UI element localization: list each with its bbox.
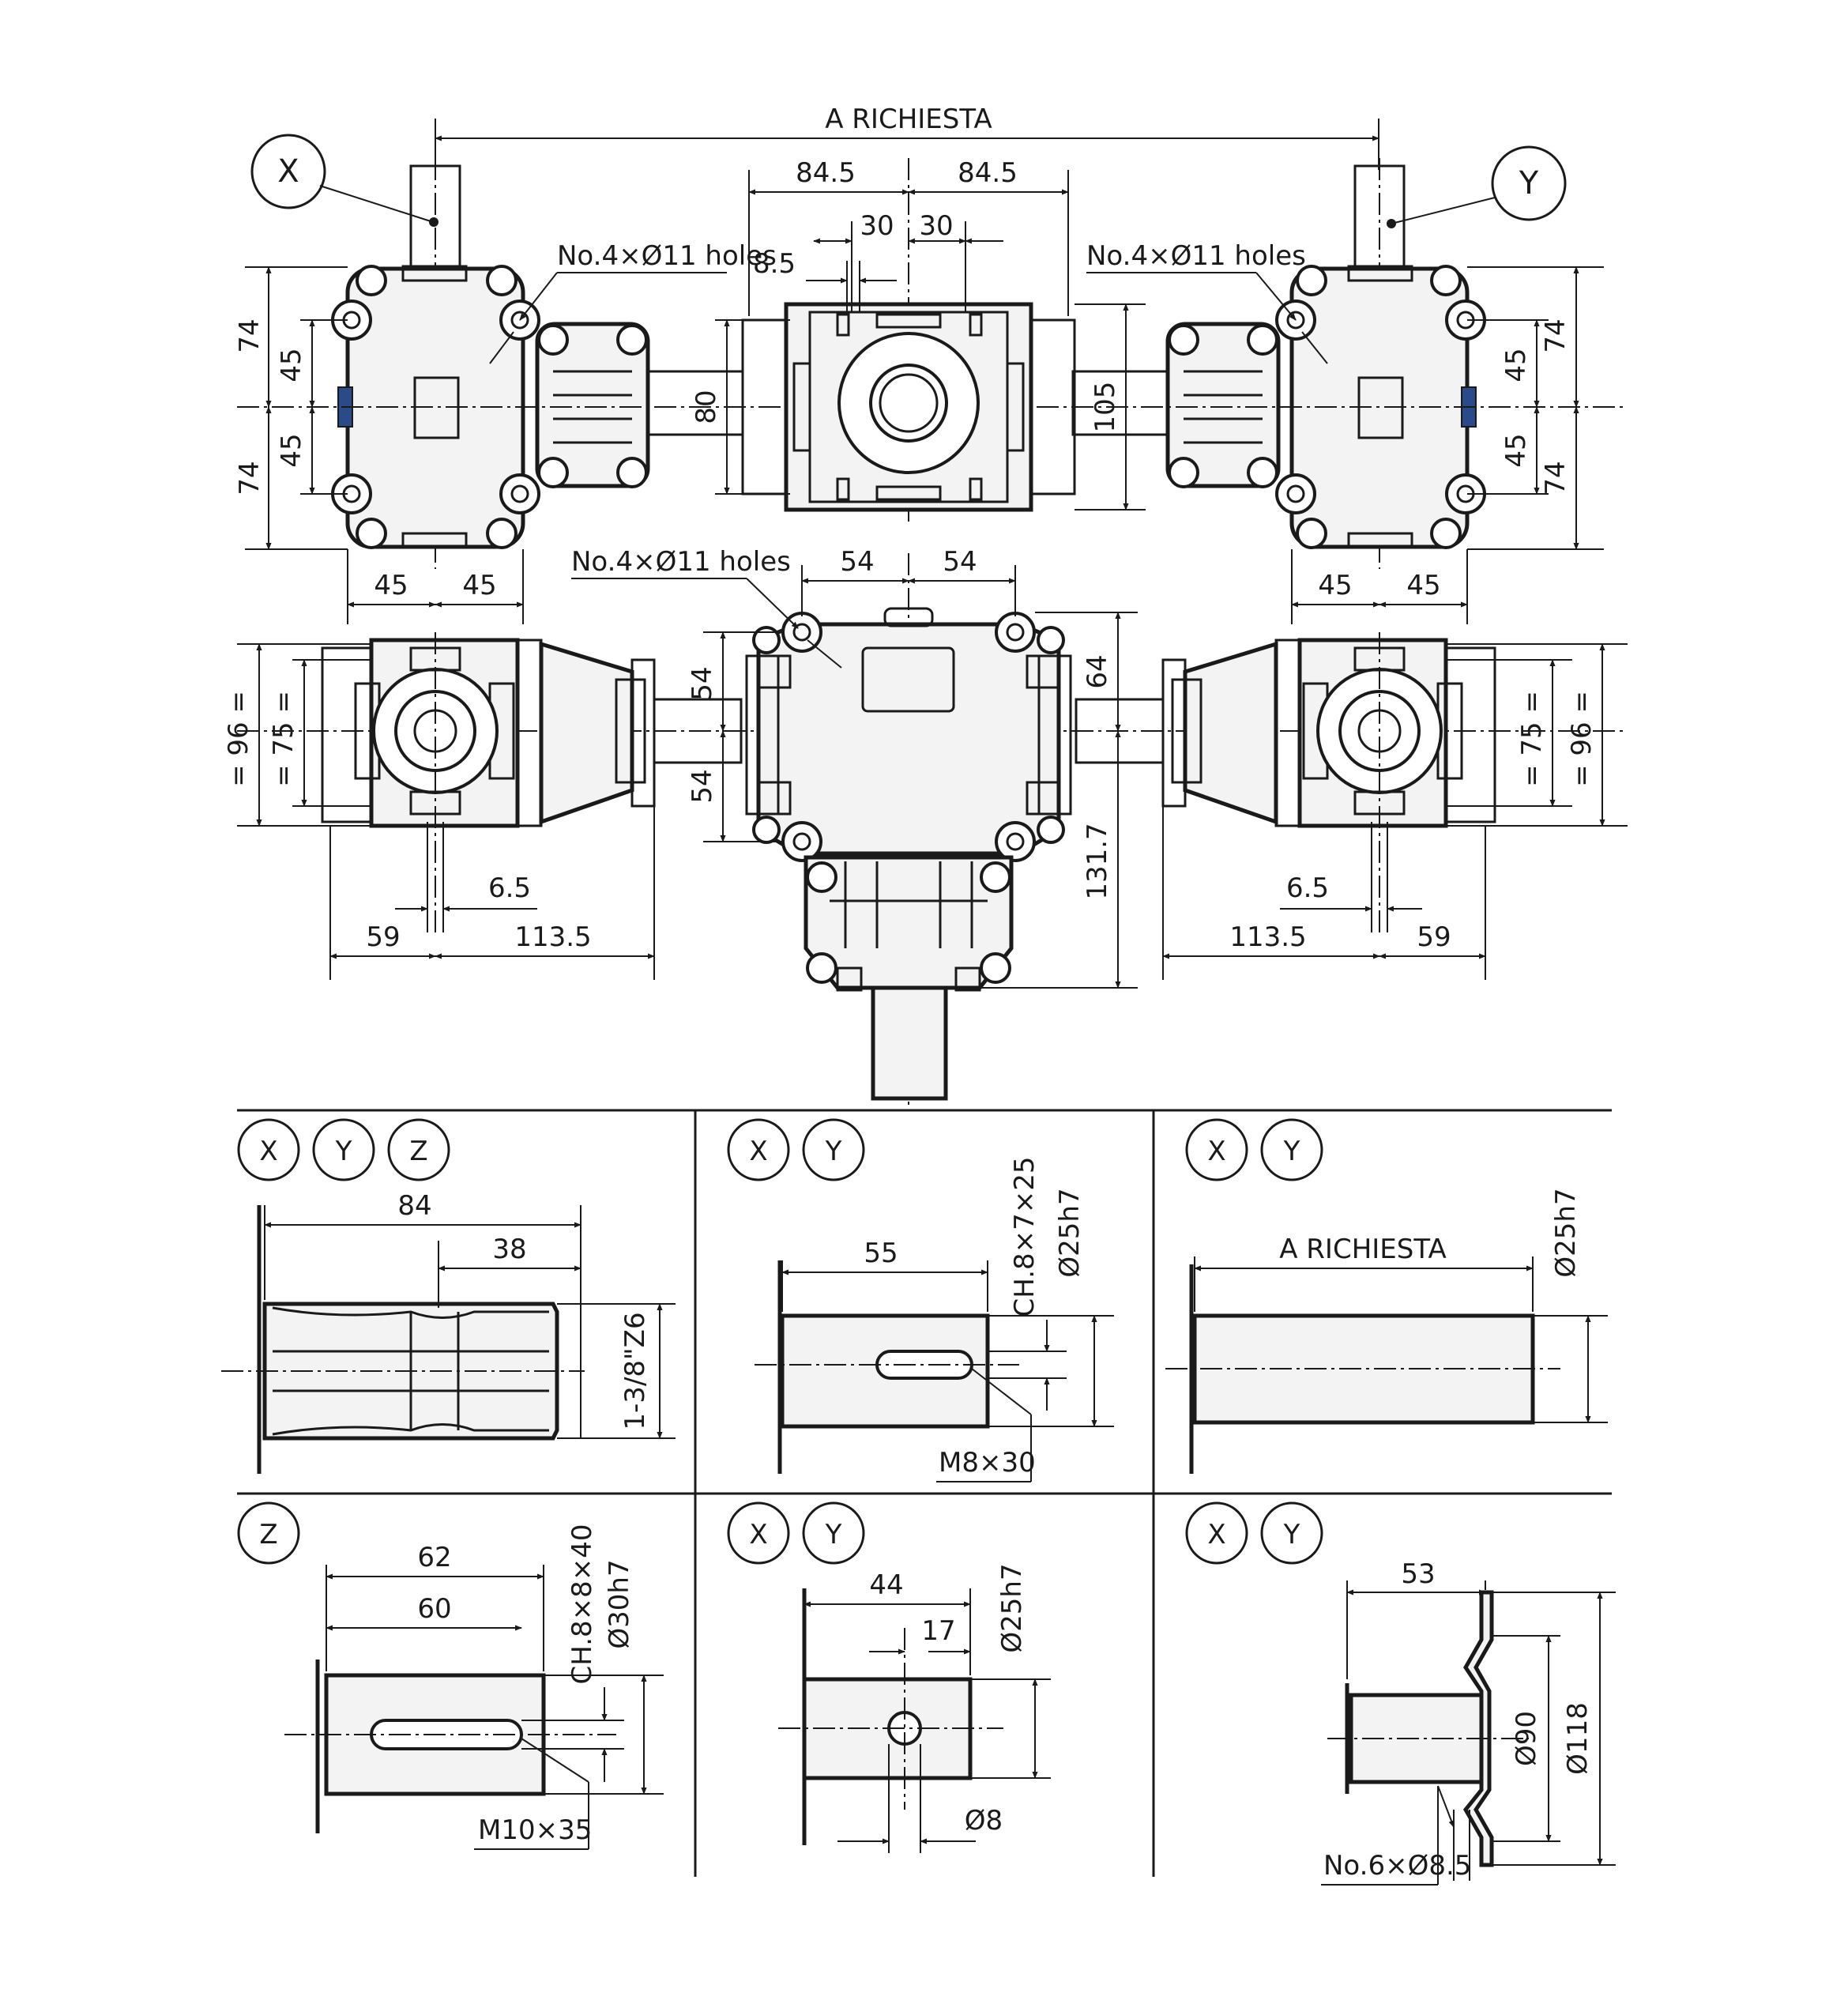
front-view: No.4×Ø11 holes 54 54 54 54 64 131.7 — [223, 546, 1628, 1106]
dim-75-right: = 75 = — [1516, 691, 1548, 787]
detail2-dim-thread: M8×30 — [939, 1447, 1036, 1479]
dim-113-5-right: 113.5 — [1229, 921, 1306, 953]
detail6-badge-x: X — [1207, 1519, 1225, 1550]
detail5-badge-x: X — [749, 1519, 767, 1550]
detail6-dim-118: Ø118 — [1562, 1702, 1594, 1775]
detail5-badge-y: Y — [825, 1519, 842, 1550]
detail5-dim-dia: Ø25h7 — [996, 1563, 1028, 1652]
dim-30-right: 30 — [919, 210, 953, 242]
detail4-dim-thread: M10×35 — [478, 1814, 592, 1846]
dim-54-side-top: 54 — [687, 666, 718, 700]
badge-x-top-label: X — [277, 153, 299, 190]
left-gearbox-front — [321, 632, 743, 932]
right-gearbox-top — [1071, 158, 1486, 569]
dims-front: No.4×Ø11 holes 54 54 54 54 64 131.7 — [223, 546, 1628, 989]
center-gearbox-top — [237, 158, 1628, 522]
detail6-dim-53: 53 — [1401, 1558, 1435, 1590]
detail4-dim-62: 62 — [417, 1542, 451, 1573]
dim-131-7: 131.7 — [1082, 823, 1113, 899]
dim-45-left-top: 45 — [276, 348, 307, 382]
dim-30-left: 30 — [860, 210, 894, 242]
detail1-badge-x: X — [259, 1136, 277, 1167]
badge-y-top-label: Y — [1519, 165, 1539, 202]
detail6-dim-holes: No.6×Ø8.5 — [1323, 1850, 1471, 1882]
detail3-dim-dia: Ø25h7 — [1550, 1188, 1582, 1277]
hole-note-top-left: No.4×Ø11 holes — [557, 240, 777, 272]
detail1-dim-spline: 1-3/8"Z6 — [619, 1312, 651, 1430]
dim-45-right-b: 45 — [1406, 570, 1440, 601]
dim-54-side-bottom: 54 — [687, 769, 718, 803]
dim-45-right-bottom: 45 — [1500, 433, 1532, 467]
dim-74-left-bottom: 74 — [234, 461, 265, 495]
dim-74-right-top: 74 — [1540, 318, 1571, 352]
detail2-badge-x: X — [749, 1136, 767, 1167]
dim-84-5-left: 84.5 — [796, 157, 856, 189]
dim-6-5-left: 6.5 — [488, 872, 531, 904]
dim-45-left-b: 45 — [462, 570, 496, 601]
detail3-badge-x: X — [1207, 1136, 1225, 1167]
dims-top-right: 45 45 74 74 45 45 — [1291, 266, 1604, 624]
badge-y-top: Y — [1387, 145, 1567, 228]
dim-96-right: = 96 = — [1566, 691, 1598, 787]
detail1-dim-84: 84 — [397, 1190, 431, 1222]
detail3-dim-length: A RICHIESTA — [1279, 1234, 1447, 1265]
detail6-badge-y: Y — [1283, 1519, 1300, 1550]
detail-cross-drilled-shaft: X Y 44 17 Ø25h7 Ø8 — [727, 1501, 1051, 1853]
detail-plain-shaft: X Y A RICHIESTA Ø25h7 — [1165, 1118, 1608, 1474]
dim-105: 105 — [1090, 382, 1121, 433]
detail-splined-shaft: X Y Z 84 38 1-3/8"Z6 — [221, 1118, 676, 1474]
dim-45-left-a: 45 — [374, 570, 408, 601]
dim-74-left-top: 74 — [234, 318, 265, 352]
detail4-dim-dia: Ø30h7 — [604, 1559, 635, 1648]
detail-keyed-shaft-30: Z 62 60 CH.8×8×40 Ø30h7 M10×35 — [237, 1501, 664, 1850]
detail-flanged-shaft: X Y 53 Ø90 Ø118 No.6×Ø8.5 — [1185, 1501, 1616, 1886]
dim-overall-label: A RICHIESTA — [825, 104, 992, 135]
detail4-dim-60: 60 — [417, 1593, 451, 1625]
badge-x-top: X — [250, 134, 438, 227]
dim-74-right-bottom: 74 — [1540, 461, 1571, 495]
dim-96-left: = 96 = — [223, 691, 254, 787]
dim-59-right: 59 — [1417, 921, 1451, 953]
dim-75-left: = 75 = — [268, 691, 299, 787]
center-gearbox-front — [745, 607, 1072, 1101]
dim-6-5-right: 6.5 — [1286, 872, 1329, 904]
left-gearbox-top — [331, 158, 744, 569]
hole-note-top-right: No.4×Ø11 holes — [1086, 240, 1306, 272]
top-view: A RICHIESTA X Y — [234, 104, 1628, 624]
detail3-badge-y: Y — [1283, 1136, 1300, 1167]
dim-45-left-bottom: 45 — [276, 433, 307, 467]
detail4-badge-z: Z — [259, 1519, 277, 1550]
dim-45-right-a: 45 — [1318, 570, 1352, 601]
detail4-dim-ch: CH.8×8×40 — [566, 1524, 598, 1684]
detail5-dim-17: 17 — [921, 1615, 955, 1647]
detail1-badge-y: Y — [335, 1136, 352, 1167]
dim-84-5-right: 84.5 — [958, 157, 1018, 189]
dim-113-5-left: 113.5 — [514, 921, 591, 953]
dims-top-left: 74 45 45 74 45 45 — [234, 266, 524, 624]
detail2-badge-y: Y — [825, 1136, 842, 1167]
detail-grid — [237, 1109, 1612, 1877]
dim-80: 80 — [691, 390, 722, 424]
detail2-dim-ch: CH.8×7×25 — [1009, 1156, 1041, 1317]
dim-overall: A RICHIESTA — [435, 104, 1379, 170]
detail5-dim-hole: Ø8 — [965, 1805, 1003, 1837]
detail6-dim-90: Ø90 — [1511, 1711, 1542, 1766]
right-gearbox-front — [1075, 632, 1496, 932]
dim-59-left: 59 — [366, 921, 400, 953]
dim-54-top-left: 54 — [840, 546, 874, 578]
hole-note-front: No.4×Ø11 holes — [571, 546, 791, 578]
detail5-dim-44: 44 — [869, 1569, 903, 1601]
detail1-dim-38: 38 — [492, 1234, 526, 1265]
detail-keyed-shaft-25: X Y 55 CH.8×7×25 Ø25h7 M8×30 — [727, 1118, 1114, 1482]
detail2-dim-55: 55 — [864, 1238, 898, 1269]
detail1-badge-z: Z — [409, 1136, 427, 1167]
dims-top-center: 84.5 84.5 30 30 8.5 No.4×Ø11 holes No.4×… — [489, 157, 1328, 510]
dim-45-right-top: 45 — [1500, 348, 1532, 382]
dim-8-5: 8.5 — [753, 248, 796, 280]
dim-64: 64 — [1082, 654, 1113, 688]
dim-54-top-right: 54 — [943, 546, 977, 578]
detail2-dim-dia: Ø25h7 — [1054, 1188, 1086, 1277]
